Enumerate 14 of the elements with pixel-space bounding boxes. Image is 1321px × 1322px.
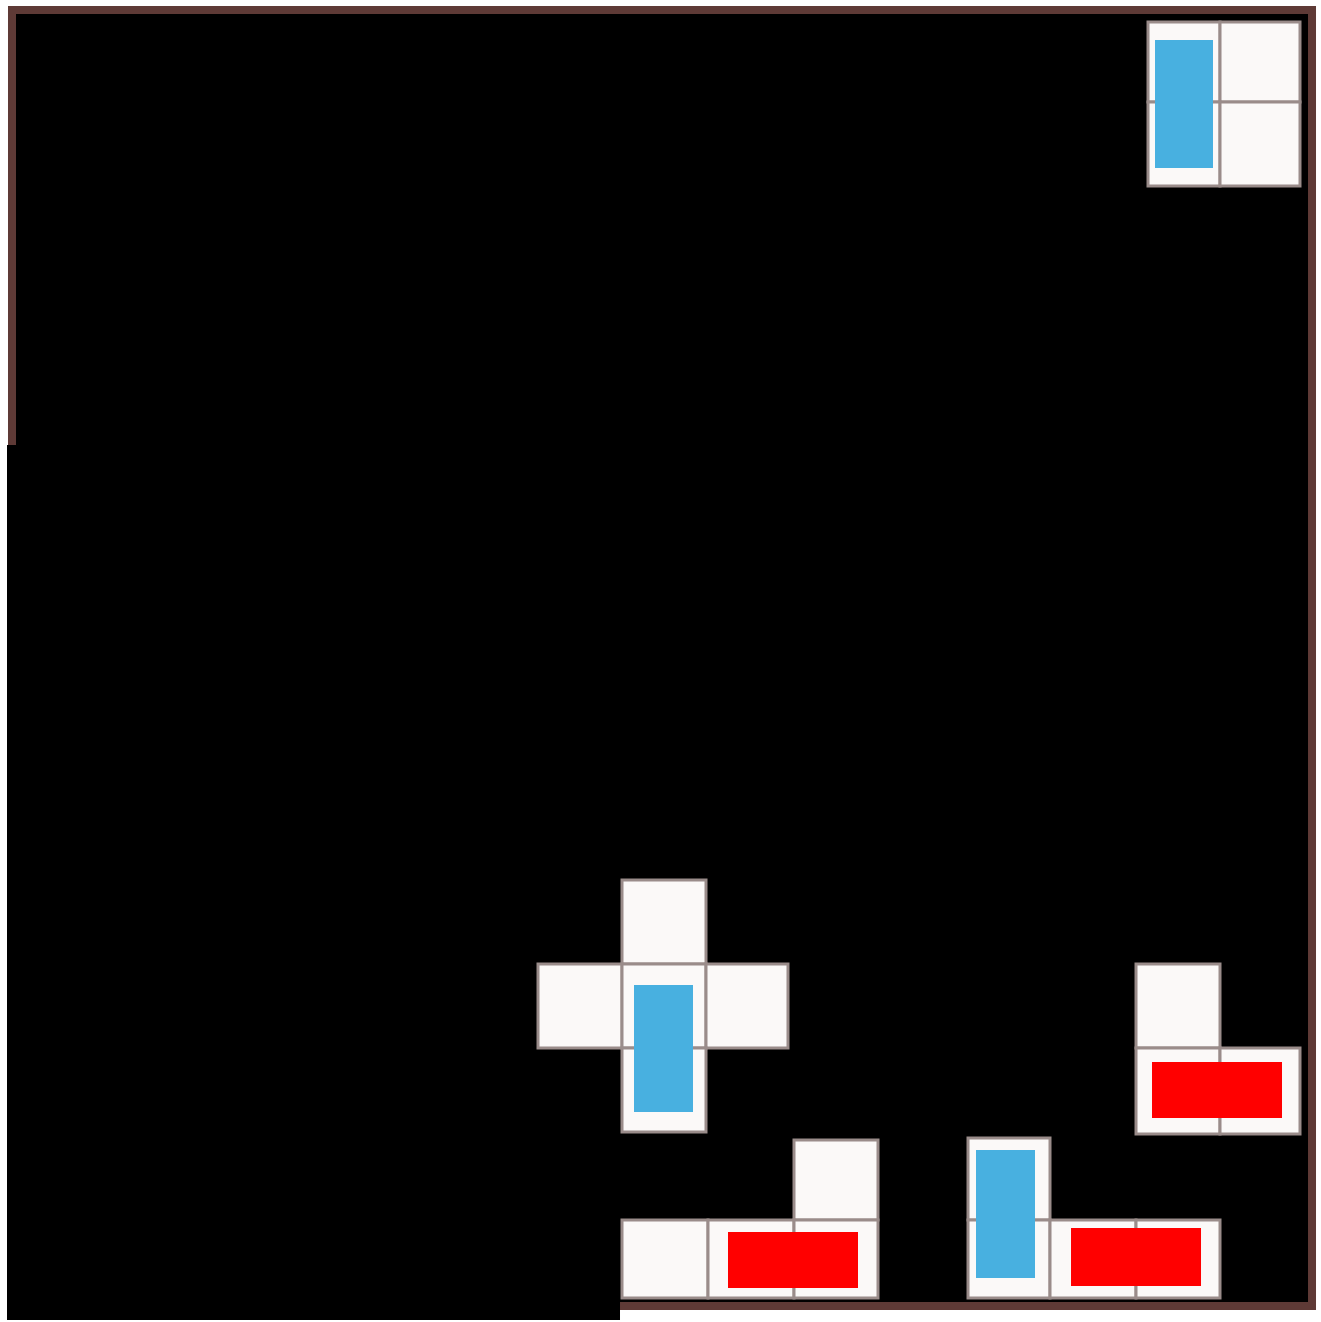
- grid-cell: [620, 1218, 710, 1300]
- game-piece: [1155, 40, 1213, 168]
- grid-cell: [792, 1138, 880, 1222]
- grid-cell: [704, 962, 790, 1050]
- grid-cell: [1134, 962, 1222, 1050]
- grid-cell: [1218, 20, 1302, 104]
- grid-cell: [536, 962, 624, 1050]
- grid-cell: [1218, 100, 1302, 188]
- game-piece: [634, 985, 693, 1112]
- game-piece: [1152, 1062, 1282, 1118]
- game-piece: [728, 1232, 858, 1288]
- game-piece: [976, 1150, 1035, 1278]
- grid-cell: [620, 878, 708, 966]
- game-piece: [1071, 1228, 1201, 1286]
